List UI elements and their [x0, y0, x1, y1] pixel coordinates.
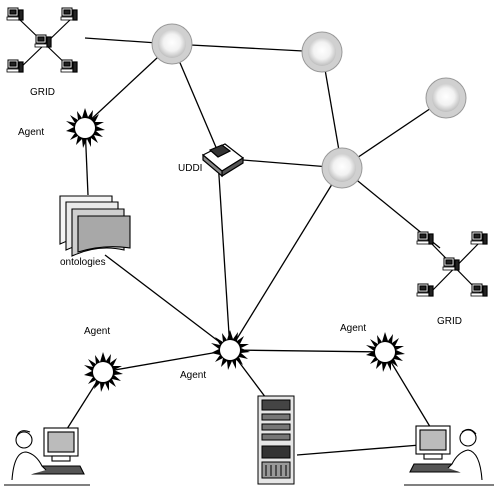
agent-label-right: Agent [340, 323, 367, 334]
agent-starburst-icon [211, 330, 250, 370]
agent-starburst-icon [66, 108, 105, 148]
network-hub-icon [301, 31, 343, 73]
link-center-right [229, 349, 386, 353]
ontology-documents-icon [59, 195, 131, 257]
agent-label-left: Agent [84, 326, 111, 337]
server-rack-icon [257, 395, 295, 485]
link-left-center [102, 349, 231, 373]
grid-label-top: GRID [30, 87, 55, 98]
agent-starburst-icon [84, 352, 123, 392]
ontologies-label: ontologies [60, 257, 106, 268]
computer-grid-icon [6, 7, 78, 73]
uddi-book-icon [201, 143, 245, 178]
uddi-label: UDDI [178, 163, 203, 174]
user-at-workstation-icon [404, 425, 494, 486]
link-hub3-center [229, 167, 343, 351]
network-hub-icon [321, 147, 363, 189]
agent-label-center: Agent [180, 370, 207, 381]
link-uddi-center [217, 159, 231, 351]
link-ontologies-center [104, 254, 231, 351]
link-hub3-hub4 [341, 97, 447, 169]
network-hub-icon [425, 77, 467, 119]
link-hub1-hub2 [171, 43, 323, 53]
computer-grid-icon [416, 231, 488, 297]
link-right-user [384, 351, 433, 431]
agent-label-top: Agent [18, 127, 45, 138]
link-server-user [296, 444, 421, 456]
user-at-workstation-icon [4, 427, 90, 486]
connections [59, 37, 447, 456]
grid-label-right: GRID [437, 316, 462, 327]
network-hub-icon [151, 23, 193, 65]
